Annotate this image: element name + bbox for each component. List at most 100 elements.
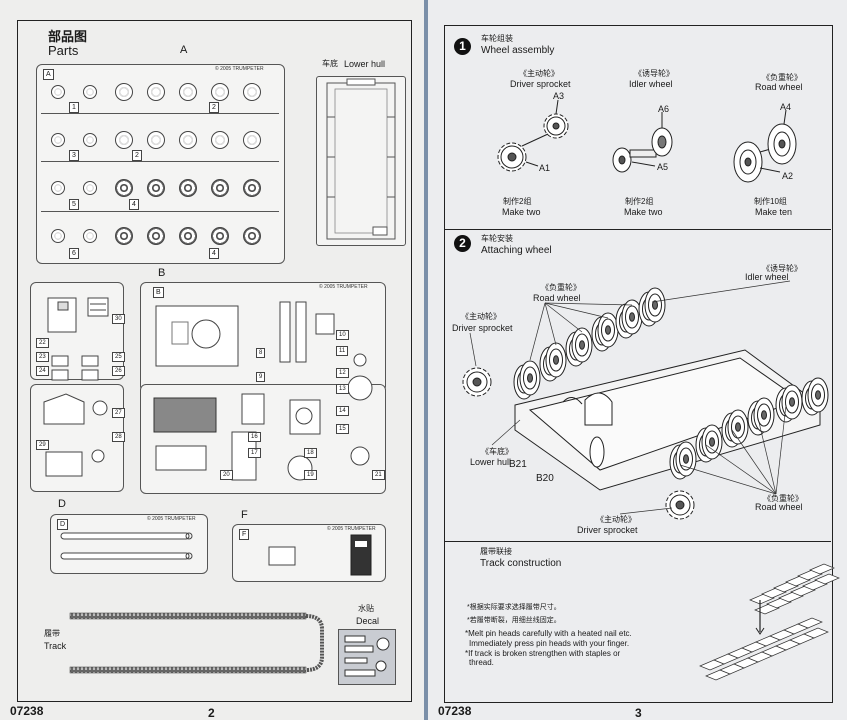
parts-title-en: Parts	[48, 43, 79, 58]
step2-idler-en: Idler wheel	[745, 272, 789, 282]
step2-sprocket-bottom-en: Driver sprocket	[577, 525, 638, 535]
step1-part-a4: A4	[780, 102, 792, 112]
step1-road-name-en: Road wheel	[755, 82, 803, 92]
part-num: 22	[36, 338, 49, 348]
part-num: 26	[112, 366, 125, 376]
sprue-d: D © 2005 TRUMPETER	[50, 514, 208, 574]
step1-part-a2: A2	[782, 171, 794, 181]
step1-part-a3: A3	[553, 91, 565, 101]
sprue-d-label: D	[58, 498, 66, 510]
sprue-a-stamp: © 2005 TRUMPETER	[215, 66, 264, 72]
step3-note4-en: *If track is broken strengthen with stap…	[465, 649, 621, 658]
step2-title-en: Attaching wheel	[481, 245, 552, 256]
sprue-a-wheel-part	[51, 85, 65, 99]
part-num: 2	[132, 150, 142, 161]
sprue-a-wheel-part	[147, 227, 165, 245]
sprue-a-wheel-part	[211, 227, 229, 245]
sprue-a-wheel-part	[243, 227, 261, 245]
part-num: 30	[112, 314, 125, 324]
step1-idler-name-en: Idler wheel	[629, 79, 673, 89]
road-wheel-shape	[789, 397, 795, 407]
sprue-a-wheel-part	[83, 85, 97, 99]
sprue-a-wheel-part	[243, 131, 261, 149]
lower-hull-label-cn: 车底	[322, 59, 338, 68]
step1-road-qty-en: Make ten	[755, 207, 793, 217]
step1-road-qty-cn: 制作10组	[754, 197, 787, 206]
part-num: 14	[336, 406, 349, 416]
catalog-number-right: 07238	[438, 704, 472, 718]
left-page: 部品图 Parts A © 2005 TRUMPETER A 1 2 3 2 5…	[0, 0, 424, 720]
part-num: 5	[69, 199, 79, 210]
step2-idler-cn: 《诱导轮》	[762, 264, 802, 273]
sprue-a-wheel-part	[83, 229, 97, 243]
part-num: 24	[36, 366, 49, 376]
step1-title-en: Wheel assembly	[481, 45, 555, 56]
sprue-b-tag: B	[153, 287, 164, 298]
lower-hull-part	[316, 76, 406, 246]
step2-part-b20: B20	[536, 473, 554, 484]
track-label-en: Track	[44, 641, 67, 651]
step1-sprocket-qty-cn: 制作2组	[503, 197, 532, 206]
part-num: 4	[129, 199, 139, 210]
parts-frame	[17, 20, 412, 702]
sprue-a-wheel-part	[51, 229, 65, 243]
track-link-shape	[803, 627, 829, 639]
road-wheel-shape	[709, 437, 715, 447]
road-wheel-shape	[527, 373, 533, 383]
sprue-d-stamp: © 2005 TRUMPETER	[147, 516, 196, 522]
part-num: 25	[112, 352, 125, 362]
step1-title-cn: 车轮组装	[481, 34, 513, 43]
page-number-left: 2	[208, 706, 215, 720]
step1-idler-qty-cn: 制作2组	[625, 197, 654, 206]
part-num: 6	[69, 248, 79, 259]
part-num: 2	[209, 102, 219, 113]
track-link-shape	[814, 573, 840, 585]
sprue-a-wheel-part	[115, 83, 133, 101]
part-num: 4	[209, 248, 219, 259]
part-num: 28	[112, 432, 125, 442]
decal-label-en: Decal	[356, 616, 380, 626]
part-num: 17	[248, 448, 261, 458]
part-num: 20	[220, 470, 233, 480]
sprue-b-label: B	[158, 267, 166, 279]
sprue-a-wheel-part	[51, 181, 65, 195]
step2-hull-cn: 《车底》	[481, 447, 513, 456]
sprue-a-wheel-part	[147, 179, 165, 197]
track-link-shape	[797, 617, 823, 629]
part-num: 10	[336, 330, 349, 340]
sprue-a-wheel-part	[243, 179, 261, 197]
road-wheel-shape	[735, 422, 741, 432]
step2-road-bottom-en: Road wheel	[755, 502, 803, 512]
sprue-a-wheel-part	[211, 179, 229, 197]
sprue-a-wheel-part	[83, 133, 97, 147]
part-num: 11	[336, 346, 349, 356]
lower-hull-label-en: Lower hull	[344, 59, 386, 69]
part-num: 12	[336, 368, 349, 378]
track-label-cn: 履带	[44, 629, 60, 638]
sprue-a: © 2005 TRUMPETER A 1 2 3 2 5 4 6 4	[36, 64, 285, 264]
idler-drawing	[612, 112, 673, 173]
track-drawing	[69, 612, 324, 674]
step1-sprocket-name-cn: 《主动轮》	[519, 69, 559, 78]
part-num: 8	[256, 348, 266, 358]
step1-road-name-cn: 《负重轮》	[762, 73, 802, 82]
sprue-a-wheel-part	[179, 179, 197, 197]
road-wheel-shape	[629, 312, 635, 322]
part-num: 23	[36, 352, 49, 362]
step1-number: 1	[454, 38, 471, 55]
sprue-a-wheel-part	[243, 83, 261, 101]
decal-label-cn: 水贴	[358, 604, 374, 613]
step2-part-b21: B21	[509, 459, 527, 470]
road-wheel-shape	[579, 340, 585, 350]
step1-idler-name-cn: 《诱导轮》	[634, 69, 674, 78]
step2-road-bottom-cn: 《负重轮》	[763, 494, 803, 503]
step1-part-a1: A1	[539, 163, 551, 173]
step2-sprocket-bottom	[665, 490, 695, 520]
sprocket-drawing	[497, 99, 569, 172]
sprue-b-parts-drawing	[43, 297, 373, 481]
track-link-shape	[809, 563, 835, 575]
sprue-a-wheel-part	[179, 131, 197, 149]
part-num: 1	[69, 102, 79, 113]
page-number-right: 3	[635, 706, 642, 720]
